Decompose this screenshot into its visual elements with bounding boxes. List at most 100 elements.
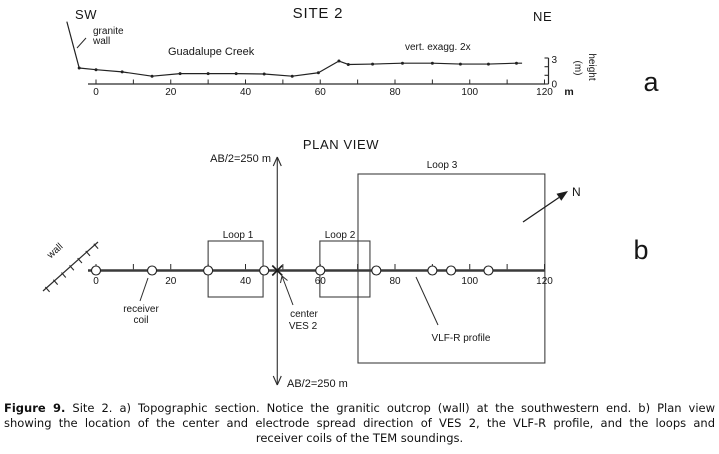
receiver-coil-circle <box>446 265 457 276</box>
caption-line-1: Figure 9. Site 2. a) Topographic section… <box>4 401 716 415</box>
ves2-center-and-arrow <box>271 156 283 386</box>
profile-point <box>290 74 294 78</box>
caption-line-3: receiver coils of the TEM soundings. <box>255 431 464 445</box>
plan-tick-label-100: 100 <box>461 276 478 287</box>
caption-line-2: showing the location of the center and e… <box>4 416 715 430</box>
ab2-arrow-down-head <box>276 375 282 386</box>
plan-view-title: PLAN VIEW <box>303 137 379 152</box>
height-max-label: 3 <box>552 55 558 66</box>
profile-point <box>120 70 124 74</box>
plan-tick-label-0: 0 <box>93 276 99 287</box>
figure-caption: Figure 9. Site 2. a) Topographic section… <box>4 401 715 446</box>
vert-exagg-label: vert. exagg. 2x <box>405 42 471 53</box>
loop-label-1: Loop 1 <box>223 230 254 241</box>
plan-x-tick-labels: 0 20 40 60 80 100 120 <box>93 276 553 287</box>
loop-label-2: Loop 2 <box>325 230 356 241</box>
plan-tick-label-20: 20 <box>165 276 177 287</box>
figure-canvas: SW SITE 2 NE granite wall Guadalupe Cree… <box>42 5 659 390</box>
loop-rect-2 <box>319 240 371 298</box>
panel-a-letter: a <box>643 67 659 97</box>
profile-point <box>178 72 182 76</box>
ves2-leader <box>281 275 294 306</box>
granite-wall-label-line1: granite <box>93 26 124 37</box>
ne-label: NE <box>533 9 552 24</box>
x-axis-unit: m <box>564 86 573 98</box>
ab2-arrow-down-head <box>272 375 278 386</box>
panel-b-letter: b <box>633 235 648 265</box>
site-title: SITE 2 <box>293 5 344 22</box>
loop-label-3: Loop 3 <box>427 160 458 171</box>
height-scale: 3 0 (m) height <box>544 53 597 91</box>
wall-hatch <box>77 257 83 264</box>
receiver-coil-circle <box>203 265 214 276</box>
north-arrow-head <box>556 191 568 201</box>
vlf-profile-label: VLF-R profile <box>432 333 491 344</box>
north-label: N <box>572 185 581 199</box>
section-tick-label-40: 40 <box>240 87 252 98</box>
wall-hatch <box>61 272 67 278</box>
wall-hatches <box>44 243 99 293</box>
ab2-top-label: AB/2=250 m <box>210 153 271 165</box>
section-tick-label-100: 100 <box>461 87 478 98</box>
wall-label: wall <box>44 241 65 261</box>
receiver-coil-circle <box>259 265 270 276</box>
section-tick-label-120: 120 <box>536 87 553 98</box>
profile-point <box>486 62 490 66</box>
section-x-tick-labels: 0 20 40 60 80 100 120 <box>93 87 553 98</box>
section-tick-label-0: 0 <box>93 87 99 98</box>
receiver-coil-label-line1: receiver <box>123 304 159 315</box>
loop-rect-1 <box>207 240 264 298</box>
wall-symbol: wall <box>42 241 99 293</box>
plan-tick-label-60: 60 <box>315 276 327 287</box>
profile-point <box>77 66 81 70</box>
receiver-coil-circle <box>147 265 158 276</box>
ab2-bottom-label: AB/2=250 m <box>287 378 348 390</box>
plan-tick-label-120: 120 <box>536 276 553 287</box>
profile-point <box>400 61 404 65</box>
north-arrow-line <box>522 196 560 223</box>
profile-point <box>316 71 320 75</box>
profile-point <box>94 68 98 72</box>
creek-label: Guadalupe Creek <box>168 46 255 58</box>
receiver-coil-circle <box>371 265 382 276</box>
north-arrow: N <box>522 185 581 223</box>
ves2-label-line1: center <box>290 309 318 320</box>
profile-point <box>234 72 238 76</box>
wall-hatch <box>52 279 59 286</box>
section-tick-label-20: 20 <box>165 87 177 98</box>
profile-point <box>514 61 518 65</box>
receiver-coil-label-line2: coil <box>133 315 148 326</box>
topographic-profile <box>66 21 523 78</box>
plan-tick-label-40: 40 <box>240 276 252 287</box>
profile-point <box>346 62 350 66</box>
ves2-leader-arrow-wing <box>280 275 283 284</box>
profile-point <box>262 72 266 76</box>
granite-wall-leader-line <box>76 37 87 49</box>
tem-loops: Loop 1 Loop 2 Loop 3 <box>207 160 546 364</box>
profile-point <box>150 74 154 78</box>
profile-point <box>206 72 210 76</box>
section-tick-label-60: 60 <box>315 87 327 98</box>
receiver-coil-circle <box>90 265 102 276</box>
ab2-arrow-up-head <box>272 156 278 167</box>
receiver-coil-circle <box>483 265 494 276</box>
plan-tick-label-80: 80 <box>389 276 401 287</box>
ves2-label-line2: VES 2 <box>289 321 318 332</box>
vlf-leader <box>415 276 439 326</box>
panel-b: PLAN VIEW Loop 1 Loop 2 Loop 3 0 20 40 60 80 10… <box>42 137 649 390</box>
section-x-ticks <box>95 79 545 84</box>
wall-hatch <box>69 264 75 271</box>
ves2-x-marker <box>271 264 283 277</box>
height-axis-label: height <box>586 53 597 80</box>
profile-point <box>371 62 375 66</box>
topo-profile-polyline <box>66 21 523 77</box>
ves2-callout: center VES 2 <box>280 275 319 332</box>
sw-label: SW <box>75 7 97 22</box>
profile-point <box>337 59 341 63</box>
wall-hatch <box>93 243 99 250</box>
height-min-label: 0 <box>552 80 558 91</box>
ves2-leader-arrow-wing <box>281 275 288 281</box>
profile-point <box>458 62 462 66</box>
section-tick-label-80: 80 <box>389 87 401 98</box>
